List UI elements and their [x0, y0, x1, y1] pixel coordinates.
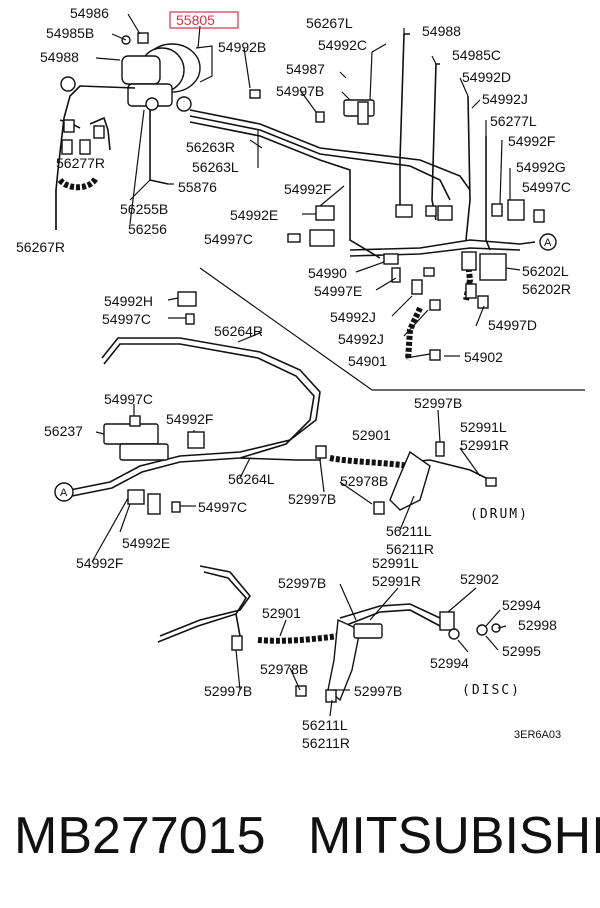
label-52991L-drum: 52991L	[460, 419, 507, 435]
label-52978B-drum: 52978B	[340, 473, 388, 489]
label-52978B-disc: 52978B	[260, 661, 308, 677]
label-54992D: 54992D	[462, 69, 511, 85]
diagram-code: 3ER6A03	[514, 729, 561, 741]
label-52994-upper: 52994	[502, 597, 541, 613]
label-52995: 52995	[502, 643, 541, 659]
label-54992F-mid: 54992F	[284, 181, 331, 197]
label-56237: 56237	[44, 423, 83, 439]
label-56267R: 56267R	[16, 239, 65, 255]
label-54997C-upper-left: 54997C	[102, 311, 151, 327]
label-54987: 54987	[286, 61, 325, 77]
label-52998: 52998	[518, 617, 557, 633]
label-52901-disc: 52901	[262, 605, 301, 621]
label-54992J-top: 54992J	[482, 91, 528, 107]
label-disc: (DISC)	[462, 683, 521, 698]
label-54992J-low: 54992J	[338, 331, 384, 347]
label-54997D: 54997D	[488, 317, 537, 333]
label-52997B-drum-top: 52997B	[414, 395, 462, 411]
label-54997C-mid: 54997C	[204, 231, 253, 247]
brake-booster-assembly	[121, 32, 213, 112]
label-54997C-rear: 54997C	[104, 391, 153, 407]
label-54988-right: 54988	[422, 23, 461, 39]
label-56202L: 56202L	[522, 263, 569, 279]
label-54997B: 54997B	[276, 83, 324, 99]
label-54992F-bottom: 54992F	[76, 555, 123, 571]
label-55805: 55805	[176, 12, 215, 28]
label-52997B-drum-low: 52997B	[288, 491, 336, 507]
label-54985B: 54985B	[46, 25, 94, 41]
brake-line-diagram: 54986 54985B 54988 55805 54992B 56267L 5…	[16, 5, 585, 751]
label-56211R-drum: 56211R	[386, 541, 434, 557]
label-54992J-mid: 54992J	[330, 309, 376, 325]
label-56263R: 56263R	[186, 139, 235, 155]
label-54992H: 54992H	[104, 293, 153, 309]
label-56267L: 56267L	[306, 15, 353, 31]
label-56202R: 56202R	[522, 281, 571, 297]
label-54997E: 54997E	[314, 283, 362, 299]
label-54992G: 54992G	[516, 159, 566, 175]
label-54992E-top: 54992E	[230, 207, 278, 223]
label-55876: 55876	[178, 179, 217, 195]
label-56263L: 56263L	[192, 159, 239, 175]
label-52997B-disc-left: 52997B	[204, 683, 252, 699]
label-52901-drum: 52901	[352, 427, 391, 443]
connectors-top	[60, 76, 557, 361]
label-54902: 54902	[464, 349, 503, 365]
label-54992F-top: 54992F	[508, 133, 555, 149]
label-56277R: 56277R	[56, 155, 105, 171]
label-56264L: 56264L	[228, 471, 275, 487]
label-56211R-disc: 56211R	[302, 735, 350, 751]
label-52991L-disc: 52991L	[372, 555, 419, 571]
footer-brand: MITSUBISHI	[308, 807, 600, 865]
marker-a-rear: A	[60, 487, 68, 499]
label-52991R-drum: 52991R	[460, 437, 509, 453]
label-54986: 54986	[70, 5, 109, 21]
label-56264R: 56264R	[214, 323, 263, 339]
label-54901: 54901	[348, 353, 387, 369]
label-56255B: 56255B	[120, 201, 168, 217]
label-54997C-top-right: 54997C	[522, 179, 571, 195]
label-54992B: 54992B	[218, 39, 266, 55]
highlight-box-55805	[169, 11, 239, 29]
section-divider-top	[199, 267, 373, 391]
label-54990: 54990	[308, 265, 347, 281]
label-54992C: 54992C	[318, 37, 367, 53]
label-52902: 52902	[460, 571, 499, 587]
leader-lines	[55, 13, 521, 717]
rear-pipes	[54, 291, 491, 515]
label-52997B-disc-right: 52997B	[354, 683, 402, 699]
label-54992F-rear: 54992F	[166, 411, 213, 427]
label-54988-left: 54988	[40, 49, 79, 65]
label-52994-lower: 52994	[430, 655, 469, 671]
disc-brake-assembly	[157, 565, 501, 703]
label-56256: 56256	[128, 221, 167, 237]
label-54985C: 54985C	[452, 47, 501, 63]
label-drum: (DRUM)	[470, 507, 529, 522]
label-56211L-disc: 56211L	[302, 717, 348, 733]
marker-a-top: A	[544, 237, 552, 249]
label-54997C-rear-low: 54997C	[198, 499, 247, 515]
label-54992E-rear: 54992E	[122, 535, 170, 551]
label-56277L: 56277L	[490, 113, 537, 129]
footer-part-number: MB277015	[14, 807, 266, 865]
label-56211L-drum: 56211L	[386, 523, 432, 539]
label-52997B-disc-top: 52997B	[278, 575, 326, 591]
label-52991R-disc: 52991R	[372, 573, 421, 589]
part-labels: 54986 54985B 54988 55805 54992B 56267L 5…	[16, 5, 571, 751]
